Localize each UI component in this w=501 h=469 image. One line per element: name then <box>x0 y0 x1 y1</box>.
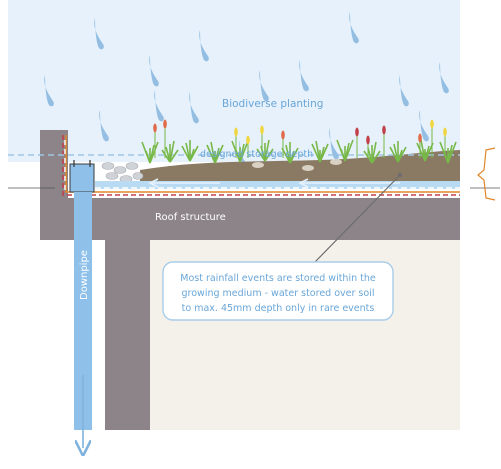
flower-head <box>382 125 386 135</box>
label-biodiverse-planting: Biodiverse planting <box>222 98 323 110</box>
flower-head <box>430 119 434 129</box>
callout-leader-line <box>314 174 401 263</box>
growing-medium <box>140 150 460 188</box>
plant-leaf <box>214 144 224 164</box>
callout-leader-dot <box>397 172 403 178</box>
raindrop <box>419 110 429 142</box>
raindrop <box>299 60 309 92</box>
raindrop <box>99 110 109 142</box>
plant-leaf <box>289 147 299 164</box>
plant-leaf <box>264 148 274 162</box>
surface-pebble <box>302 165 314 171</box>
flower-head <box>234 127 238 137</box>
raindrop <box>329 128 339 160</box>
plant-leaf <box>397 146 407 163</box>
downpipe <box>74 192 92 430</box>
raindrop <box>199 30 209 62</box>
flower-head <box>260 125 264 135</box>
label-roof-structure: Roof structure <box>155 212 226 223</box>
flower-head <box>366 135 370 145</box>
callout-line-1: Most rainfall events are stored within t… <box>180 273 376 284</box>
raindrop <box>149 55 159 87</box>
plant-leaf <box>344 139 354 162</box>
flower-head <box>153 123 157 133</box>
plant-leaf <box>447 141 457 164</box>
planting <box>141 119 457 171</box>
raindrop <box>399 75 409 107</box>
flower-head <box>443 127 447 137</box>
plant-leaf <box>169 149 179 163</box>
roof-outlet <box>69 163 95 193</box>
plant-leaf <box>371 150 381 164</box>
flower-head <box>418 133 422 143</box>
surface-pebble <box>252 162 264 168</box>
raindrop <box>44 75 54 107</box>
drainage-water-layer <box>95 181 460 189</box>
depth-bracket <box>477 147 496 201</box>
callout-line-3: to max. 45mm depth only in rare events <box>182 303 375 314</box>
raindrops <box>44 12 449 172</box>
raindrop <box>349 12 359 44</box>
sky-background <box>8 0 460 162</box>
surface-pebble <box>330 159 342 165</box>
plant-leaf <box>189 145 199 162</box>
flower-head <box>163 119 167 129</box>
raindrop <box>189 92 199 124</box>
roof-structure <box>40 130 460 430</box>
plant-leaf <box>319 143 329 163</box>
flower-head <box>355 127 359 137</box>
callout-line-2: growing medium - water stored over soil <box>182 288 375 299</box>
plant-leaf <box>149 141 159 164</box>
raindrop <box>154 90 164 122</box>
label-downpipe: Downpipe <box>79 250 90 300</box>
raindrop <box>94 18 104 50</box>
raindrop <box>439 62 449 94</box>
flower-head <box>281 130 285 140</box>
flower-head <box>246 135 250 145</box>
drainage-flow-arrows <box>148 178 400 188</box>
raindrop <box>259 70 269 102</box>
callout-box <box>162 261 394 321</box>
label-storage-depth: designed storage depth <box>200 149 313 160</box>
